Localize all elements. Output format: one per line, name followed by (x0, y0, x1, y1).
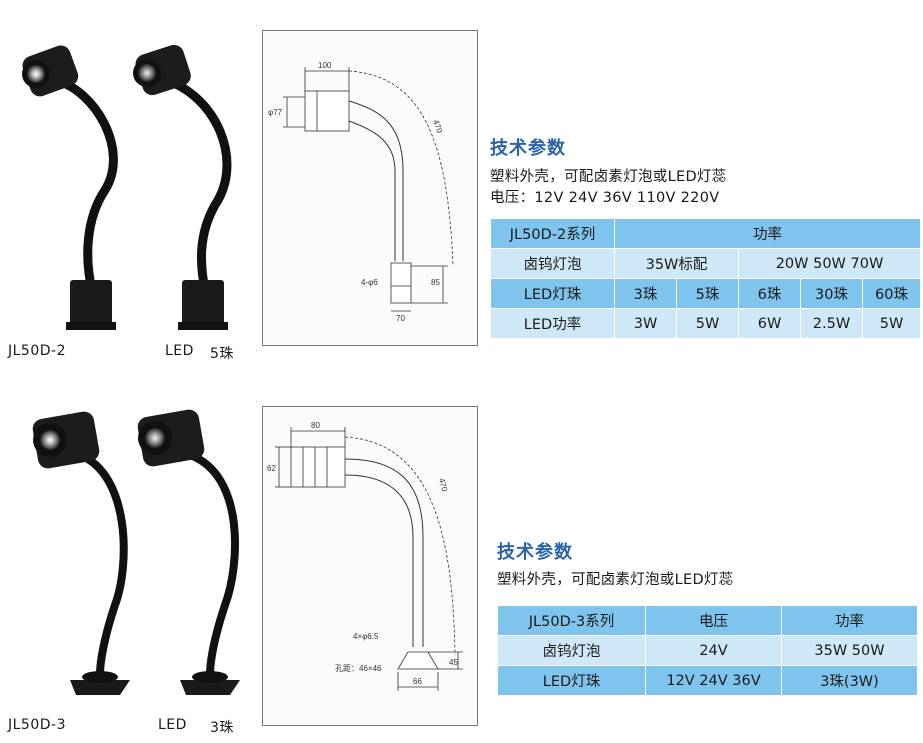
technical-drawing-jl50d-3: 80 62 470 45 4×φ6.5 孔距：46×46 66 (262, 406, 478, 726)
led-beads-value: 6珠 (738, 278, 801, 309)
model-caption-jl50d-3: JL50D-3 (8, 717, 66, 733)
dim-base-height: 45 (449, 658, 458, 667)
dim-arm-length: 470 (437, 477, 449, 493)
dim-base-height: 85 (431, 278, 440, 287)
dim-head-diameter: 62 (267, 464, 276, 473)
led-beads-value: 60珠 (862, 278, 921, 309)
spec-voltage-1: 电压：12V 24V 36V 110V 220V (490, 190, 720, 206)
spec-title-1: 技术参数 (490, 138, 566, 159)
lamp-photo-jl50d-2 (10, 40, 130, 340)
led-caption-prefix: LED (158, 717, 187, 733)
table-row-led-power: LED功率 3W 5W 6W 2.5W 5W (490, 308, 921, 339)
halogen-label: 卤钨灯泡 (497, 635, 646, 666)
led-power-label: LED功率 (490, 308, 615, 339)
spec-title-2: 技术参数 (497, 542, 573, 563)
halogen-label: 卤钨灯泡 (490, 248, 615, 279)
led-beads-value: 3珠 (614, 278, 677, 309)
power-header-cell: 功率 (614, 218, 921, 249)
led-power: 3珠(3W) (781, 665, 918, 696)
lamp-photo-jl50d-3 (20, 405, 140, 705)
halogen-power: 35W 50W (781, 635, 918, 666)
led-voltage: 12V 24V 36V (645, 665, 782, 696)
dim-arm-length: 470 (431, 119, 444, 135)
led-caption-count: 3珠 (210, 720, 234, 736)
dim-base-width: 66 (413, 677, 422, 686)
dim-head-length: 80 (311, 421, 320, 430)
dim-base-width: 70 (396, 314, 405, 323)
table-row-led: LED灯珠 12V 24V 36V 3珠(3W) (497, 665, 918, 696)
halogen-options: 20W 50W 70W (738, 248, 921, 279)
model-caption-jl50d-2: JL50D-2 (8, 343, 66, 359)
led-power-value: 2.5W (800, 308, 863, 339)
led-beads-label: LED灯珠 (490, 278, 615, 309)
spec-description-2: 塑料外壳，可配卤素灯泡或LED灯蕊 (497, 572, 734, 588)
dim-head-diameter: φ77 (268, 108, 283, 117)
dim-head-length: 100 (318, 61, 332, 70)
series-cell: JL50D-3系列 (497, 605, 646, 636)
table-row-halogen: 卤钨灯泡 35W标配 20W 50W 70W (490, 248, 921, 279)
table-row-header: JL50D-3系列 电压 功率 (497, 605, 918, 636)
dim-holes: 4-φ6 (361, 278, 378, 287)
led-caption-prefix: LED (165, 343, 194, 359)
halogen-voltage: 24V (645, 635, 782, 666)
lamp-photo-led-3 (130, 405, 250, 705)
spec-table-jl50d-3: JL50D-3系列 电压 功率 卤钨灯泡 24V 35W 50W LED灯珠 1… (497, 605, 918, 696)
led-power-value: 6W (738, 308, 801, 339)
led-beads-value: 5珠 (676, 278, 739, 309)
led-caption-count: 5珠 (210, 346, 234, 362)
led-beads-value: 30珠 (800, 278, 863, 309)
table-row-led-beads: LED灯珠 3珠 5珠 6珠 30珠 60珠 (490, 278, 921, 309)
dim-hole-spacing: 孔距：46×46 (335, 664, 382, 673)
voltage-header-cell: 电压 (645, 605, 782, 636)
led-label: LED灯珠 (497, 665, 646, 696)
series-cell: JL50D-2系列 (490, 218, 615, 249)
spec-description-1: 塑料外壳，可配卤素灯泡或LED灯蕊 (490, 169, 727, 185)
led-power-value: 3W (614, 308, 677, 339)
table-row-halogen: 卤钨灯泡 24V 35W 50W (497, 635, 918, 666)
led-power-value: 5W (676, 308, 739, 339)
technical-drawing-jl50d-2: φ77 100 470 85 4-φ6 70 (262, 30, 478, 346)
spec-table-jl50d-2: JL50D-2系列 功率 卤钨灯泡 35W标配 20W 50W 70W LED灯… (490, 218, 921, 339)
power-header-cell: 功率 (781, 605, 918, 636)
dim-holes: 4×φ6.5 (353, 632, 379, 641)
led-power-value: 5W (862, 308, 921, 339)
halogen-standard: 35W标配 (614, 248, 739, 279)
lamp-photo-led-5 (120, 40, 240, 340)
table-row-header: JL50D-2系列 功率 (490, 218, 921, 249)
